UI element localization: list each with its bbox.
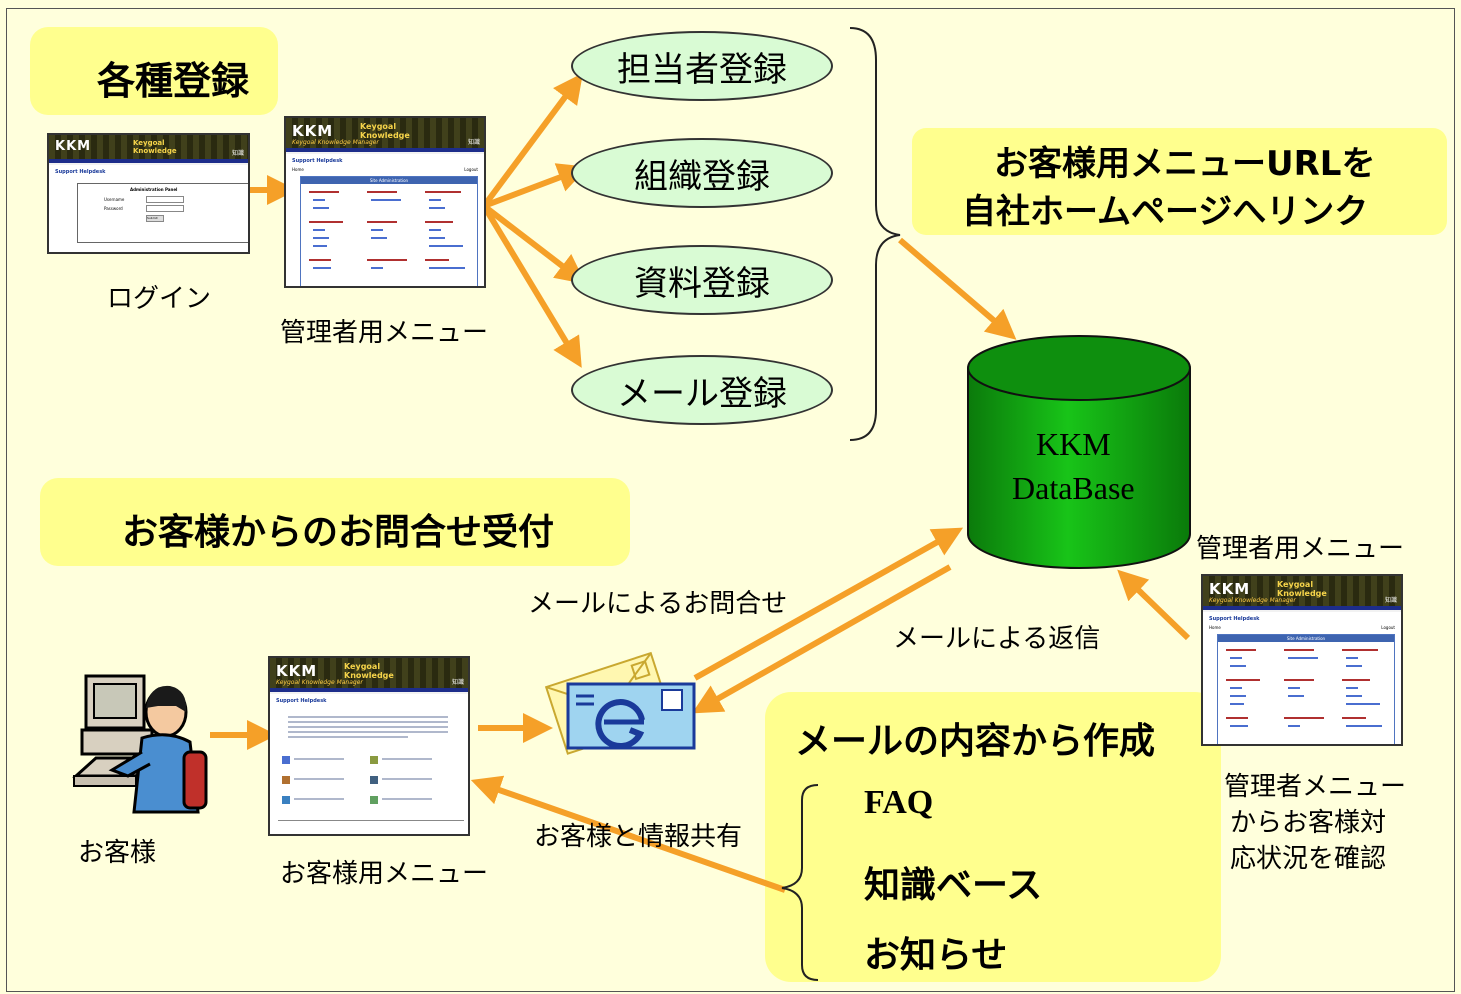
- oval-mail-registration: メール登録: [571, 355, 833, 425]
- link-heading-line1: お客様用メニューURLを: [994, 144, 1376, 184]
- link-box: [912, 128, 1447, 235]
- mail-reply-label: メールによる返信: [893, 624, 1101, 654]
- arrow-db-to-mail: [691, 564, 952, 714]
- arrow-to-oval-3: [482, 203, 586, 285]
- create-item-knowledge-base: 知識ベース: [864, 865, 1043, 906]
- customer-caption: お客様: [78, 838, 157, 868]
- create-item-notice: お知らせ: [864, 935, 1008, 976]
- create-box-title: メールの内容から作成: [795, 721, 1156, 762]
- inquiry-heading: お客様からのお問合せ受付: [122, 512, 555, 553]
- info-share-label: お客様と情報共有: [534, 822, 743, 852]
- customer-at-computer-icon: [72, 674, 208, 814]
- password-field: [146, 205, 184, 212]
- mail-inquiry-label: メールによるお問合せ: [528, 589, 788, 619]
- create-box: [765, 692, 1221, 982]
- database-icon: [967, 335, 1191, 569]
- confirm-caption-2: からお客様対: [1230, 808, 1387, 838]
- arrow-mail-to-db: [693, 527, 964, 681]
- mail-icon: [544, 651, 696, 755]
- customer-menu-caption: お客様用メニュー: [280, 859, 489, 889]
- confirm-caption-1: 管理者メニュー: [1224, 772, 1407, 802]
- admin-menu-caption: 管理者用メニュー: [280, 318, 489, 348]
- arrow-admin-to-db: [1117, 569, 1191, 641]
- login-caption: ログイン: [107, 284, 212, 314]
- arrow-share-to-menu: [470, 775, 786, 893]
- outer-frame: [6, 8, 1455, 992]
- submit-button: Submit: [146, 215, 164, 222]
- link-heading-line2: 自社ホームページへリンク: [962, 192, 1369, 232]
- arrow-brace-to-db: [898, 237, 1017, 340]
- database-label-1: KKM: [1036, 426, 1111, 462]
- arrow-to-oval-4: [481, 204, 582, 368]
- registration-box: [30, 27, 278, 115]
- oval-staff-registration: 担当者登録: [571, 31, 833, 101]
- database-label-2: DataBase: [1012, 470, 1135, 506]
- right-brace: [849, 27, 901, 441]
- arrow-to-oval-1: [481, 72, 583, 208]
- admin-menu-right-caption: 管理者用メニュー: [1196, 534, 1405, 564]
- registration-heading: 各種登録: [97, 59, 250, 103]
- left-brace: [781, 784, 819, 981]
- oval-organization-registration: 組織登録: [571, 138, 833, 208]
- inquiry-box: [40, 478, 630, 566]
- oval-document-registration: 資料登録: [571, 245, 833, 315]
- create-item-faq: FAQ: [864, 784, 934, 821]
- username-field: [146, 196, 184, 203]
- confirm-caption-3: 応状況を確認: [1230, 844, 1387, 874]
- arrow-to-oval-2: [482, 163, 589, 209]
